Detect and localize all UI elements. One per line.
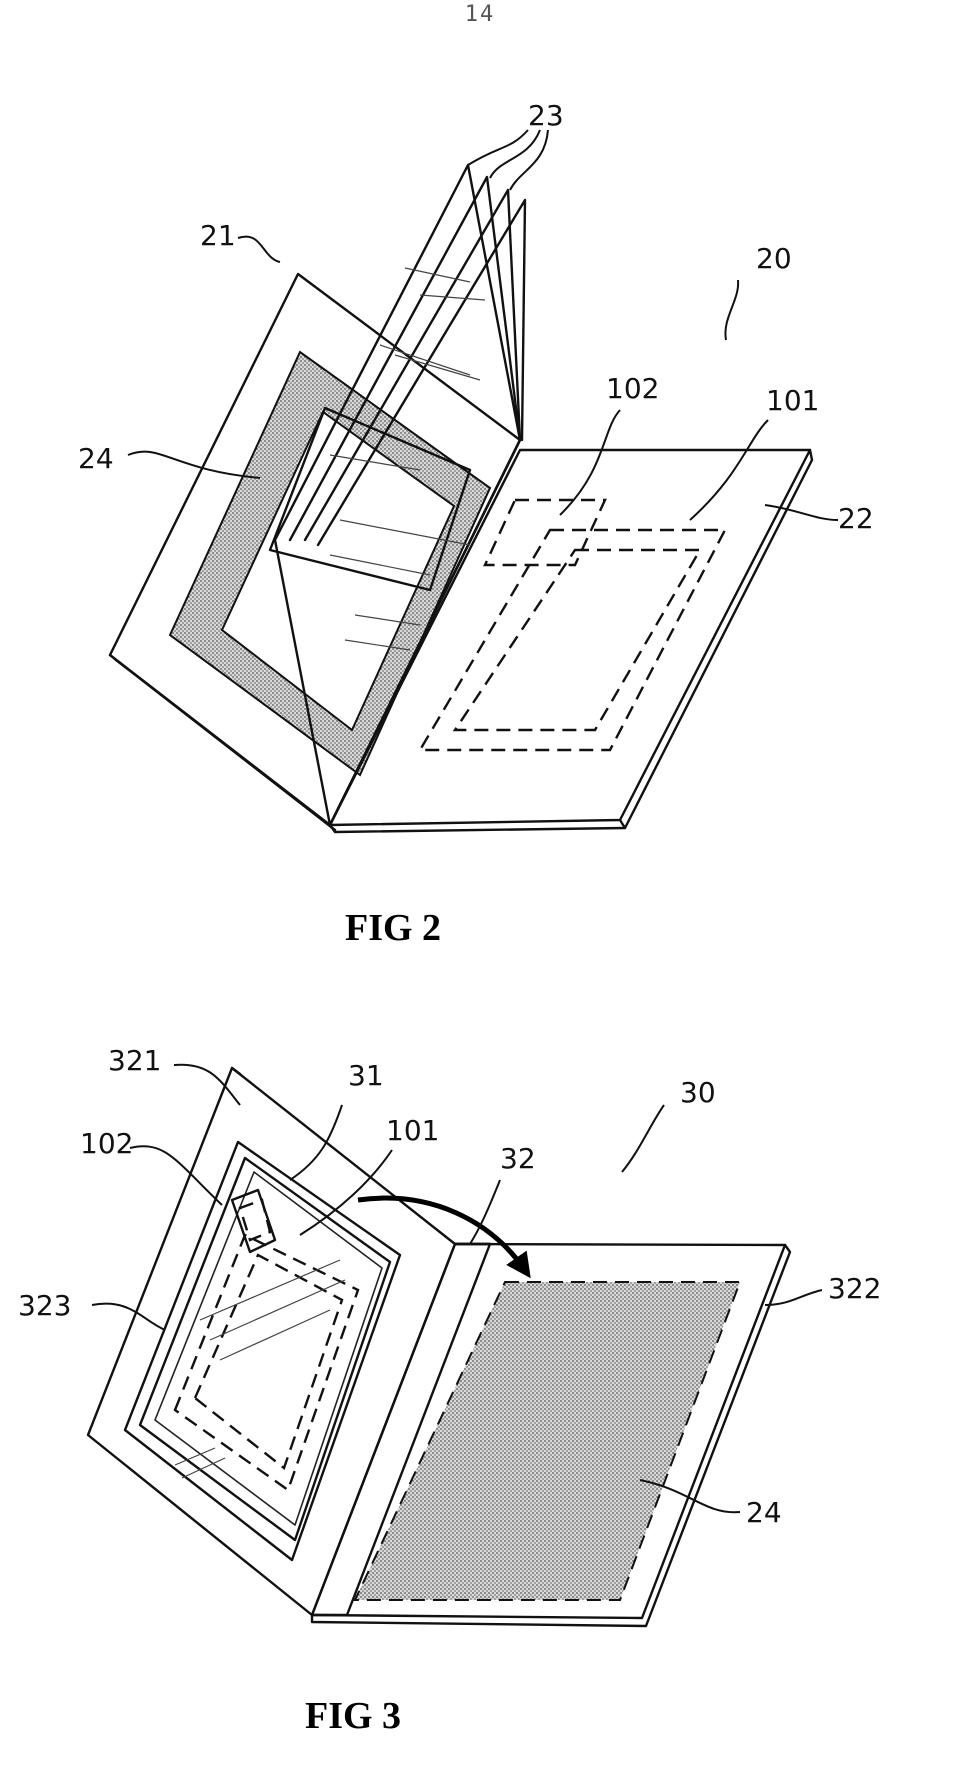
fig2-label-21: 21 — [200, 219, 236, 252]
figure-2: 20 21 22 23 24 101 102 FIG 2 — [78, 99, 874, 949]
fig3-label-322: 322 — [828, 1272, 881, 1305]
fig3-label-30: 30 — [680, 1076, 716, 1109]
fig2-chip — [483, 498, 607, 567]
fig3-label-24: 24 — [746, 1496, 782, 1529]
fig2-caption: FIG 2 — [345, 907, 441, 949]
fig2-shaded-frame — [168, 350, 492, 777]
fig3-fold-arrow — [357, 1195, 531, 1279]
fig2-label-23: 23 — [528, 99, 564, 132]
fig3-label-31: 31 — [348, 1059, 384, 1092]
fig3-label-323: 323 — [18, 1289, 71, 1322]
fig3-right-cover — [310, 1242, 792, 1628]
fig3-label-321: 321 — [108, 1044, 161, 1077]
fig3-caption: FIG 3 — [305, 1695, 401, 1737]
fig2-label-24: 24 — [78, 442, 114, 475]
fig2-label-102: 102 — [606, 372, 659, 405]
fig2-label-101: 101 — [766, 384, 819, 417]
fig3-label-102: 102 — [80, 1127, 133, 1160]
fig3-inlay-stack — [123, 1140, 402, 1562]
fig2-right-panel — [328, 448, 814, 834]
fig3-label-32: 32 — [500, 1142, 536, 1175]
fig3-label-101: 101 — [386, 1114, 439, 1147]
fig3-shaded-area — [353, 1281, 742, 1601]
figure-3: 30 31 32 321 322 323 24 101 102 FIG 3 — [18, 1044, 881, 1737]
fig2-inner-frame — [268, 406, 472, 592]
fig2-antenna-inner — [452, 548, 703, 732]
fig2-label-22: 22 — [838, 502, 874, 535]
fig2-leaves — [273, 163, 527, 827]
page-number: 14 — [464, 2, 496, 27]
fig2-antenna-outer — [417, 528, 727, 752]
fig2-label-20: 20 — [756, 242, 792, 275]
